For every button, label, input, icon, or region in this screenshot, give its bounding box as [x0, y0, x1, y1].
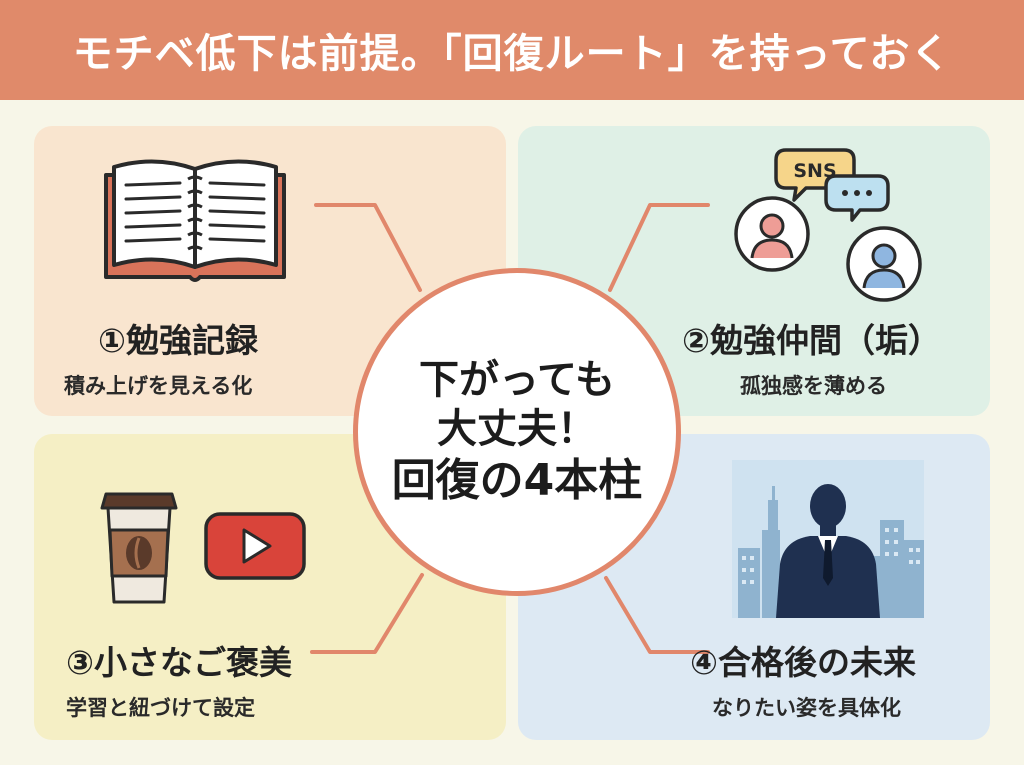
- connector-line-friends: [608, 203, 710, 292]
- pillar-subtitle-record: 積み上げを見える化: [64, 374, 253, 398]
- pillar-subtitle-future: なりたい姿を具体化: [712, 696, 901, 720]
- sns-friends-icon: SNS: [734, 148, 922, 302]
- center-line-3: 回復の4本柱: [391, 454, 643, 506]
- pillar-title-friends: ②勉強仲間（垢）: [682, 321, 941, 360]
- connector-line-reward: [310, 573, 424, 654]
- pillar-title-record: ①勉強記録: [98, 321, 258, 360]
- sns-bubble-label: SNS: [793, 160, 836, 182]
- header-banner: モチベ低下は前提。「回復ルート」を持っておく: [0, 0, 1024, 100]
- pillar-title-reward: ③小さなご褒美: [66, 643, 292, 682]
- center-message-circle: 下がっても 大丈夫！ 回復の4本柱: [353, 268, 681, 596]
- businessman-silhouette-icon: [776, 484, 880, 618]
- coffee-cup-icon: [100, 492, 178, 604]
- coffee-video-icon: [100, 492, 306, 604]
- open-book-icon: [104, 159, 286, 282]
- center-line-2: 大丈夫！: [437, 406, 597, 453]
- person-avatar-right-icon: [846, 226, 922, 302]
- center-line-1: 下がっても: [419, 357, 615, 404]
- video-play-icon: [204, 512, 306, 580]
- connector-line-future: [604, 576, 710, 654]
- pillar-subtitle-friends: 孤独感を薄める: [740, 374, 887, 398]
- person-avatar-left-icon: [734, 196, 810, 272]
- connector-line-record: [314, 203, 422, 292]
- future-self-icon: [732, 460, 924, 618]
- pillar-title-future: ④合格後の未来: [690, 643, 916, 682]
- speech-bubble-dots-icon: [824, 174, 890, 222]
- pillar-subtitle-reward: 学習と紐づけて設定: [66, 696, 255, 720]
- page-title: モチベ低下は前提。「回復ルート」を持っておく: [72, 31, 952, 77]
